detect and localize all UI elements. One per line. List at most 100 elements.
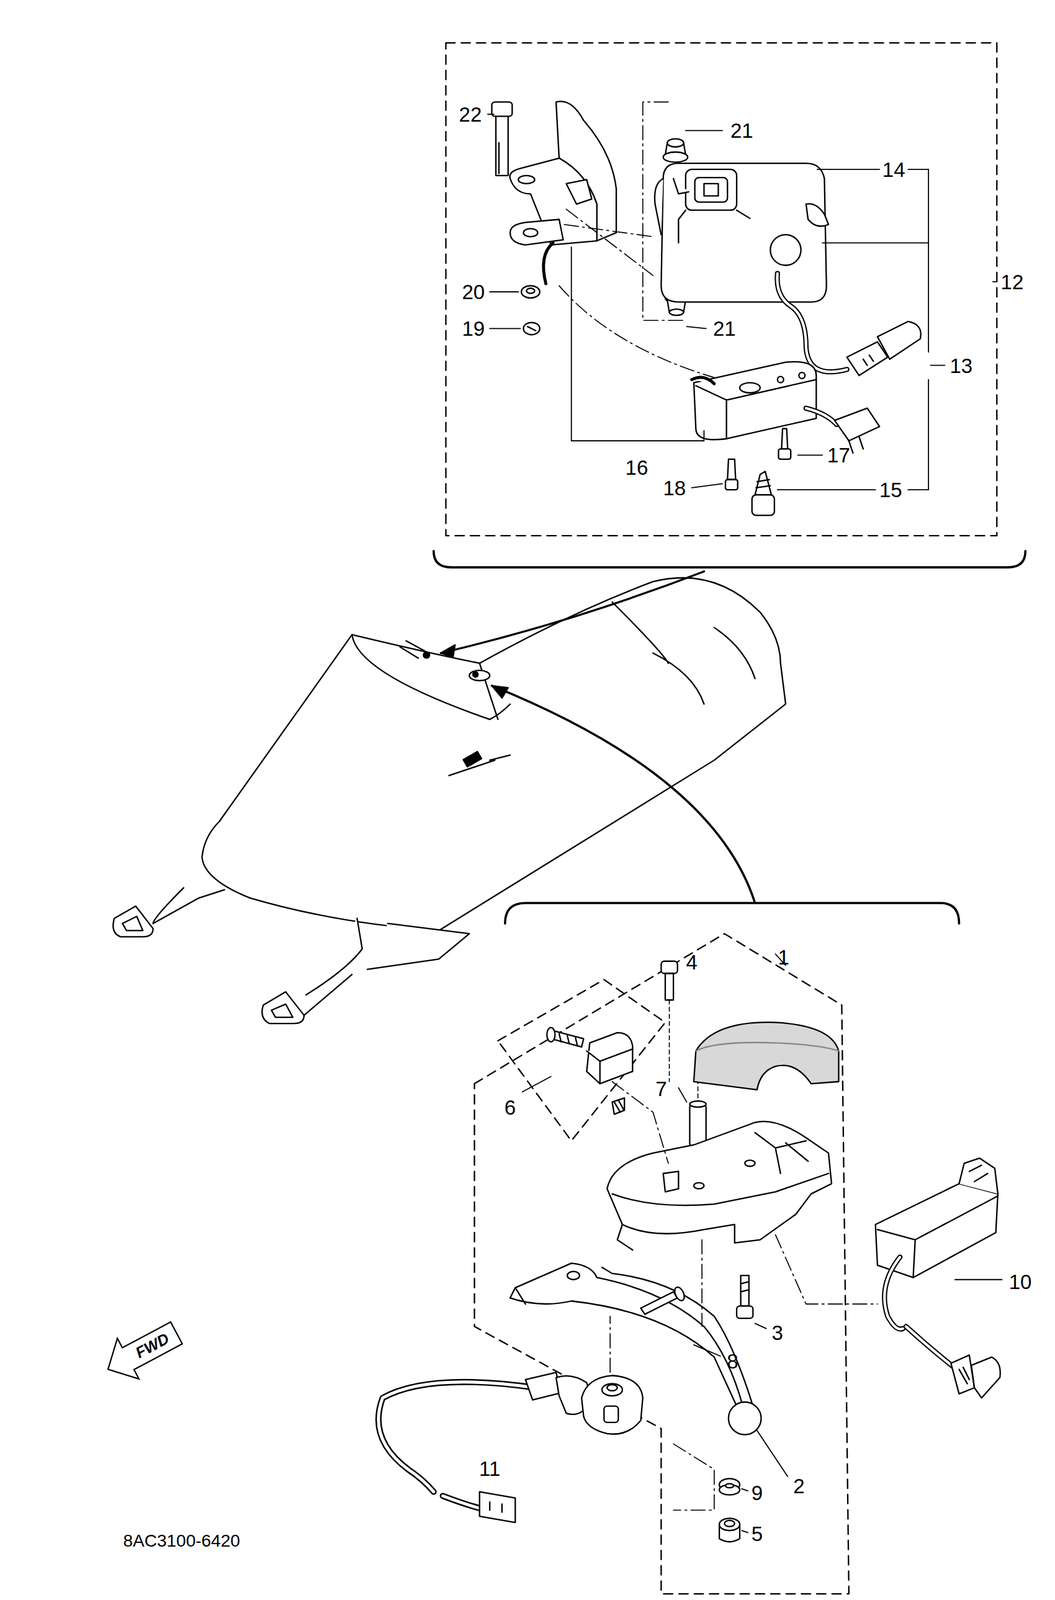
snowmobile [112,906,153,937]
connector [847,321,921,376]
callout-number: 12 [1001,271,1024,292]
callout-number: 20 [462,281,486,303]
wire [776,273,847,372]
leader-line [798,454,823,456]
callout-number: 7 [655,1078,667,1100]
module [777,376,784,383]
screw [672,1285,687,1302]
drawing-code: 8AC3100-6420 [122,1532,240,1550]
connector [479,1491,516,1523]
control-box [654,163,829,303]
pointer-arrow [491,685,508,699]
wire [806,408,837,425]
grip-cover [693,1022,839,1090]
leader-line [686,326,706,329]
callout-number: 8 [726,1351,738,1372]
assembly-frame [433,551,1026,568]
leader-line [757,1430,788,1477]
washer [521,285,540,298]
callout-number: 22 [459,104,483,125]
snowmobile [305,918,362,995]
snowmobile [351,634,490,720]
assembly-frame [505,902,960,924]
leader-line [817,168,880,171]
callout-number: 4 [686,951,698,973]
control-box [806,203,829,226]
spacer [689,1100,706,1108]
wire [378,1382,536,1509]
leader-line [678,1087,687,1103]
brake-lever [567,1271,580,1280]
snowmobile [271,1004,293,1018]
snowmobile [611,601,755,704]
control-box [770,234,801,265]
block [586,1048,633,1084]
wire [806,408,837,425]
snowmobile [469,670,490,681]
wire [378,1382,536,1492]
guide-line [564,224,653,238]
bolt [491,101,512,176]
connector [489,1501,503,1512]
assembly-frame [433,42,1026,568]
callout-number: 21 [730,120,754,141]
brake-lever [510,1262,761,1435]
nut [719,1517,740,1531]
nut [724,1520,735,1527]
module [798,372,805,379]
connector [971,1357,1001,1399]
callout-number: 3 [772,1322,784,1343]
wire [378,1382,536,1492]
snowmobile [463,751,482,768]
screw [725,479,738,490]
callout-number: 18 [662,477,686,498]
pointer-arrow [440,644,455,658]
bolt [736,1305,753,1319]
assembly-frame [474,933,849,1594]
relay-box [875,1158,998,1278]
bracket [543,242,553,284]
grommet [663,152,688,162]
control-box [660,163,827,303]
wire [776,273,847,372]
callout-number: 10 [1009,1270,1033,1292]
bolt [740,1275,750,1306]
leader-line [741,1488,748,1491]
guide-line [701,1239,703,1327]
module [739,382,761,393]
connector [848,436,864,454]
leader-line [693,1344,721,1356]
snowmobile [153,889,225,924]
snowmobile [489,703,511,720]
leader-line [487,113,494,115]
callout-number: 6 [504,1096,516,1118]
leader-line [685,130,723,132]
screw [546,1027,555,1042]
module [691,377,715,384]
wire [884,1257,903,1330]
grommet [667,139,684,148]
relay-box [969,1165,988,1182]
washer [521,285,540,335]
wire [906,1326,954,1368]
screw [640,1285,686,1315]
leader-line [741,1530,748,1533]
brake-lever [515,1287,526,1304]
wire [906,1326,954,1368]
bolt [660,961,678,974]
control-box [678,210,750,244]
washer [523,322,540,336]
leader-line [522,1076,552,1093]
bracket [565,179,592,204]
parts-illustration [112,42,1026,1594]
snowmobile [202,577,786,931]
connector [863,354,874,365]
screw [781,428,788,450]
spacer [689,1079,706,1147]
connector [958,1367,969,1384]
bolt [668,999,671,1082]
connector [950,1354,975,1394]
leader-line [487,114,997,490]
lever-bracket [663,1171,679,1192]
